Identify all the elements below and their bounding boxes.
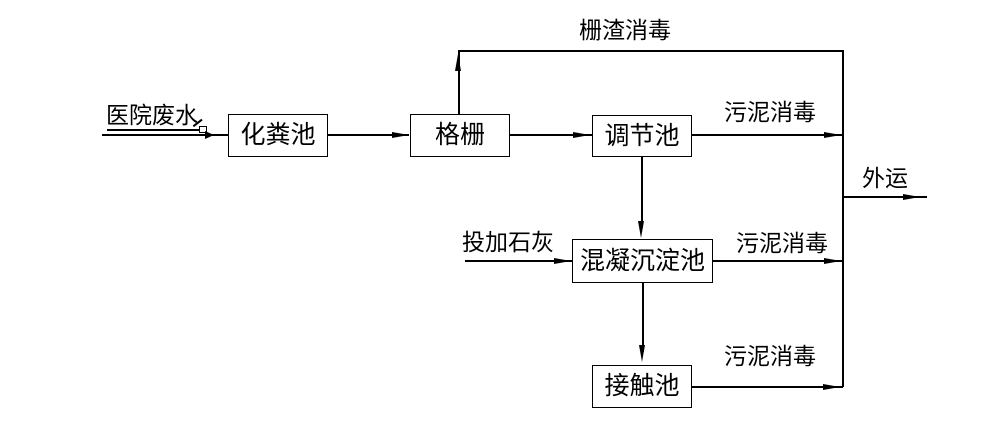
arrowhead-transport-out — [903, 193, 920, 200]
coagulation-down-line — [642, 282, 644, 352]
regulating-to-collection-line — [691, 134, 843, 136]
screen-up-line — [458, 50, 460, 115]
node-regulating-tank-label: 调节池 — [604, 122, 680, 150]
node-bar-screen: 格栅 — [410, 114, 510, 157]
node-septic-tank: 化粪池 — [228, 114, 328, 157]
arrowhead-screenings-up — [455, 54, 461, 71]
influent-label-underline — [107, 129, 204, 131]
contact-to-collection-line — [691, 386, 843, 388]
arrowhead-into-regulating — [573, 131, 590, 138]
arrowhead-contact-collection — [823, 383, 840, 390]
node-regulating-tank: 调节池 — [592, 115, 692, 157]
node-coagulation-sedimentation-tank: 混凝沉淀池 — [572, 239, 713, 283]
label-influent: 医院废水 — [106, 103, 198, 128]
junction-artifact-dash — [215, 134, 222, 136]
screen-to-regulating-line — [509, 134, 592, 136]
septic-to-screen-line — [328, 134, 409, 136]
lime-dosing-line — [465, 260, 572, 262]
coagulation-to-collection-line — [712, 260, 843, 262]
arrowhead-lime-into-coagulation — [554, 257, 571, 264]
influent-line — [102, 134, 228, 136]
arrowhead-coagulation-collection — [824, 257, 841, 264]
node-contact-tank: 接触池 — [592, 365, 692, 408]
collection-line — [842, 50, 844, 387]
label-sludge-disinfection-coagulation: 污泥消毒 — [736, 231, 828, 256]
arrowhead-into-screen — [392, 131, 409, 138]
label-sludge-disinfection-contact: 污泥消毒 — [724, 344, 816, 369]
label-transport-out: 外运 — [862, 166, 908, 191]
node-septic-tank-label: 化粪池 — [240, 122, 316, 149]
label-screenings-disinfection: 栅渣消毒 — [579, 18, 671, 43]
label-sludge-disinfection-regulating: 污泥消毒 — [724, 100, 816, 125]
node-bar-screen-label: 格栅 — [434, 122, 485, 149]
junction-artifact-box — [199, 126, 207, 133]
arrowhead-regulating-collection — [824, 131, 841, 138]
label-lime-dosing: 投加石灰 — [462, 230, 554, 255]
arrowhead-into-coagulation-top — [638, 221, 644, 238]
node-coagulation-sedimentation-tank-label: 混凝沉淀池 — [579, 247, 705, 275]
junction-artifact-arrow — [205, 131, 214, 139]
screenings-top-line — [459, 50, 844, 52]
arrowhead-into-contact-top — [639, 345, 645, 362]
node-contact-tank-label: 接触池 — [604, 373, 680, 400]
transport-out-line — [843, 196, 927, 198]
regulating-down-line — [641, 156, 643, 228]
